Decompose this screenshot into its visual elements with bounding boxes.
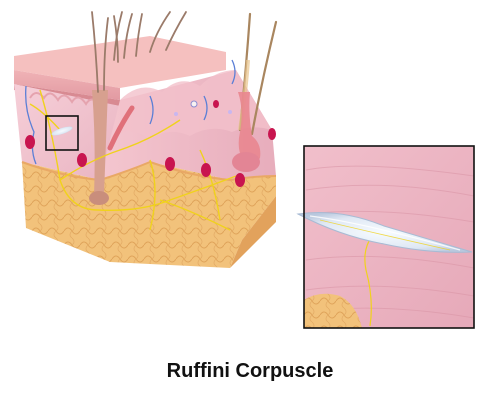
hair-follicle <box>92 90 108 196</box>
epidermis-top-surface <box>14 36 226 88</box>
ruffini-corpuscle <box>51 126 73 136</box>
skin-block-illustration <box>14 11 278 268</box>
fat-lobule <box>22 162 276 268</box>
inset-fat <box>304 293 362 328</box>
ruffini-capsule-magnified <box>296 212 473 253</box>
ruffini-selection-box <box>45 115 79 151</box>
hair-shaft <box>91 11 187 93</box>
nerve-fiber <box>29 89 237 231</box>
blood-vessel <box>25 100 276 187</box>
diagram-title: Ruffini Corpuscle <box>166 360 334 382</box>
inset-frame <box>303 145 475 329</box>
magnified-inset <box>296 145 475 329</box>
